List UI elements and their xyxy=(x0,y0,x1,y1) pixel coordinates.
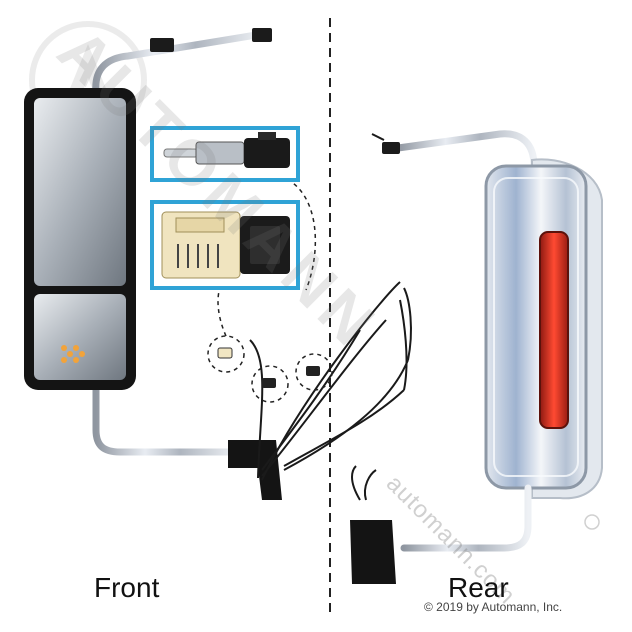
rear-label: Rear xyxy=(448,572,509,603)
rear-upper-arm xyxy=(394,130,538,170)
small-connector-icons xyxy=(217,347,320,388)
wiring-harness xyxy=(249,281,412,481)
am-logo-icon xyxy=(584,514,600,530)
rear-mirror xyxy=(350,130,603,584)
rear-mount-bracket xyxy=(350,520,396,584)
front-mirror xyxy=(24,28,282,500)
rear-chrome-housing xyxy=(484,164,588,490)
copyright-notice: © 2019 by Automann, Inc. xyxy=(424,600,563,614)
front-label: Front xyxy=(94,572,160,603)
plug-connectors-callout xyxy=(150,200,300,290)
marker-lamp xyxy=(539,231,569,429)
front-upper-arm xyxy=(92,30,266,96)
rear-lower-arm xyxy=(400,484,532,552)
front-upper-clamp xyxy=(150,38,174,52)
front-flat-glass xyxy=(34,98,126,286)
turn-signal-icon xyxy=(61,345,85,363)
front-mount-bracket xyxy=(228,440,282,500)
front-lower-arm xyxy=(92,380,240,456)
antenna-connector-callout xyxy=(150,126,300,182)
electrical-plug-connectors-icon xyxy=(161,211,290,279)
antenna-connector-icon xyxy=(163,132,290,168)
front-convex-glass xyxy=(34,294,126,380)
